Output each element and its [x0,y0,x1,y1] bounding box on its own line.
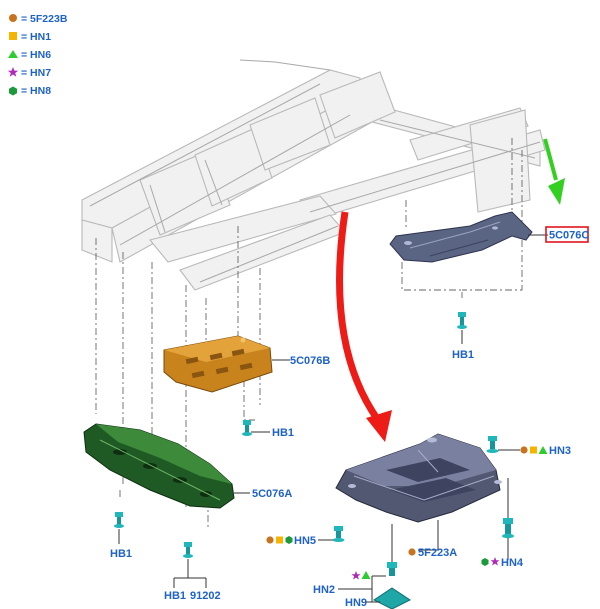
legend-item-hn6: = HN6 [8,49,51,61]
fastener-label-hn4: HN4 [501,557,524,569]
legend-item-hn1: = HN1 [9,31,51,43]
hexagon-icon [481,558,489,566]
legend-label: = HN7 [21,67,51,79]
triangle-icon [538,446,548,454]
fastener-label-hn3: HN3 [549,445,571,457]
part-label-5c076a: 5C076A [252,488,292,500]
legend-label: = HN1 [21,31,51,43]
vehicle-frame [81,59,546,291]
legend-label: = 5F223B [21,13,68,25]
star-icon [490,557,500,566]
triangle-icon [8,50,18,58]
fastener-label-hb1: HB1 [110,548,132,560]
fastener-label-hn5: HN5 [294,535,316,547]
green-arrow [543,138,565,205]
fastener-icon [183,542,193,558]
legend-item-hn7: = HN7 [7,67,51,79]
legend: = 5F223B = HN1 = HN6 = HN7 = HN8 [7,13,68,97]
star-icon [7,67,19,77]
skid-plate-5f223a [335,433,502,523]
part-label-5c076c: 5C076C [549,230,589,242]
nut-plate-icon [373,587,411,609]
triangle-icon [361,571,371,579]
fastener-icon [242,420,252,436]
part-label-5c076b: 5C076B [290,355,330,367]
square-icon [276,536,283,544]
square-icon [530,446,537,454]
shield-5c076b [163,335,273,393]
hexagon-icon [9,86,17,96]
fastener-label-hb1: HB1 [272,427,294,439]
circle-icon [408,548,416,556]
fastener-icon [387,562,397,576]
fastener-icon [502,518,514,539]
fastener-label-hn9: HN9 [345,597,367,609]
hexagon-icon [285,536,293,544]
fastener-label-hb1: HB1 [164,590,186,602]
fastener-icon [332,526,345,542]
red-arrow [336,211,392,442]
legend-label: = HN8 [21,85,51,97]
fastener-icon [457,312,467,329]
part-code-91202: 91202 [190,590,221,602]
fastener-label-hn2: HN2 [313,584,335,596]
square-icon [9,32,17,40]
part-label-5f223a: 5F223A [418,547,457,559]
circle-icon [520,446,528,454]
fastener-icon [114,512,124,528]
circle-icon [266,536,274,544]
fastener-label-hb1: HB1 [452,349,474,361]
shield-5c076c [389,211,533,263]
star-icon [351,571,361,580]
legend-item-5f223b: = 5F223B [9,13,68,25]
legend-label: = HN6 [21,49,51,61]
legend-item-hn8: = HN8 [9,85,51,97]
highlight-box [545,226,589,243]
shield-5c076a [83,423,235,509]
fastener-icon [486,436,499,453]
circle-icon [9,14,17,22]
